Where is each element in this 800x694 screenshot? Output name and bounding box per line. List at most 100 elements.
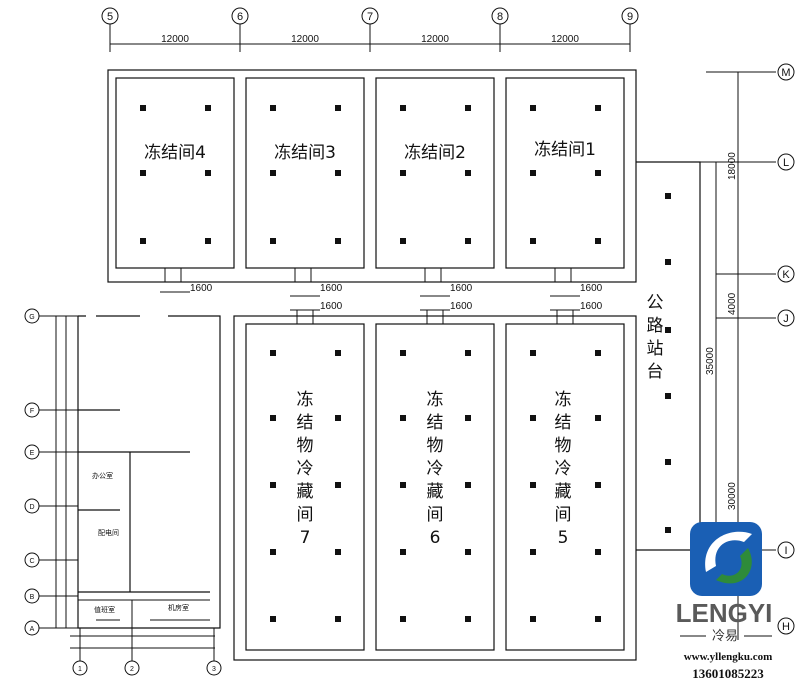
cold-room-5: 冻 结 物 冷 藏 间 5	[555, 390, 572, 548]
column-marker	[335, 238, 341, 244]
svg-text:K: K	[782, 269, 790, 281]
column-marker	[665, 327, 671, 333]
column-marker	[140, 170, 146, 176]
column-marker	[335, 170, 341, 176]
column-marker	[335, 549, 341, 555]
column-marker	[400, 170, 406, 176]
cold-room-6: 冻 结 物 冷 藏 间 6	[427, 390, 444, 548]
small-room-label: 办公室	[92, 471, 113, 480]
small-room-label: 值班室	[94, 605, 115, 614]
grid-label: 8	[497, 11, 503, 23]
column-marker	[595, 238, 601, 244]
column-marker	[400, 482, 406, 488]
grid-bubble-H: H	[777, 617, 795, 635]
cold-storage-block	[233, 310, 637, 661]
svg-text:H: H	[782, 621, 790, 633]
column-marker	[530, 549, 536, 555]
svg-text:冷: 冷	[297, 459, 314, 479]
svg-text:L: L	[783, 157, 789, 169]
column-marker	[400, 238, 406, 244]
door-dim: 1600	[320, 301, 343, 312]
column-marker	[335, 350, 341, 356]
dim-top: 12000	[291, 34, 319, 45]
column-marker	[465, 105, 471, 111]
freeze-room-block	[107, 69, 637, 283]
column-marker	[270, 238, 276, 244]
svg-text:B: B	[30, 594, 35, 601]
column-marker	[335, 415, 341, 421]
column-marker	[270, 549, 276, 555]
logo-swoosh-icon	[705, 531, 752, 572]
grid-bubble-L: L	[777, 153, 795, 171]
cold-columns	[270, 350, 601, 622]
column-marker	[595, 616, 601, 622]
svg-text:藏: 藏	[427, 482, 444, 502]
column-marker	[530, 170, 536, 176]
dim-right: 18000	[727, 152, 738, 180]
small-grid-bottom: 1 2 3	[72, 600, 222, 676]
door-dims: 1600 1600 1600 1600 1600 1600 1600	[160, 283, 603, 312]
logo-website: www.yllengku.com	[684, 651, 773, 663]
svg-text:物: 物	[427, 436, 444, 456]
svg-text:F: F	[30, 408, 34, 415]
freeze-room-2: 冻结间2	[404, 143, 466, 163]
logo-chinese: 冷易	[712, 629, 738, 644]
column-marker	[140, 238, 146, 244]
door-dim: 1600	[580, 283, 603, 294]
column-marker	[530, 415, 536, 421]
column-marker	[665, 193, 671, 199]
logo-brand: LENGYI	[676, 598, 773, 628]
svg-text:A: A	[30, 626, 35, 633]
small-room-label: 配电间	[98, 528, 119, 537]
svg-text:藏: 藏	[555, 482, 572, 502]
column-marker	[270, 482, 276, 488]
svg-text:结: 结	[297, 413, 314, 433]
door-dim: 1600	[450, 301, 473, 312]
svg-text:J: J	[783, 313, 789, 325]
room-label: 冻结间2	[404, 143, 466, 163]
office-plan: G F E D C B A 1 2 3 办公室 配电间 值班室 机房室	[24, 308, 222, 676]
cold-room-7: 冻 结 物 冷 藏 间 7	[297, 390, 314, 548]
dim-top: 12000	[551, 34, 579, 45]
svg-text:M: M	[781, 67, 790, 79]
column-marker	[665, 527, 671, 533]
svg-text:冻: 冻	[427, 390, 444, 410]
column-marker	[465, 482, 471, 488]
svg-text:5: 5	[558, 528, 569, 548]
column-marker	[270, 415, 276, 421]
column-marker	[595, 170, 601, 176]
door-dim: 1600	[320, 283, 343, 294]
column-marker	[465, 238, 471, 244]
grid-bubble-M: M	[777, 63, 795, 81]
column-marker	[595, 482, 601, 488]
column-marker	[270, 616, 276, 622]
column-marker	[400, 105, 406, 111]
grid-bubble-8: 8	[491, 7, 509, 52]
svg-text:2: 2	[130, 666, 134, 673]
svg-text:C: C	[29, 558, 34, 565]
logo-phone: 13601085223	[692, 666, 764, 681]
column-marker	[595, 415, 601, 421]
door-dim: 1600	[190, 283, 213, 294]
freeze-room-4: 冻结间4	[144, 143, 206, 163]
small-room-label: 机房室	[168, 603, 189, 612]
freeze-room-1: 冻结间1	[534, 140, 596, 160]
column-marker	[400, 549, 406, 555]
svg-text:冻: 冻	[555, 390, 572, 410]
svg-text:G: G	[29, 314, 34, 321]
svg-text:D: D	[29, 504, 34, 511]
column-marker	[665, 393, 671, 399]
right-grid-axis: M L K J I H 18000 4000 35000 30000	[700, 63, 795, 640]
column-marker	[465, 616, 471, 622]
top-grid-axis: 5 6 7 8 9 12000 12000 12000 12000	[101, 7, 639, 52]
road-platform: 公 路 站 台	[636, 161, 701, 551]
column-marker	[400, 350, 406, 356]
column-marker	[595, 350, 601, 356]
column-marker	[530, 105, 536, 111]
grid-bubble-6: 6	[231, 7, 249, 52]
dim-top: 12000	[161, 34, 189, 45]
svg-text:间: 间	[427, 505, 444, 525]
column-marker	[530, 482, 536, 488]
svg-text:I: I	[784, 545, 787, 557]
column-marker	[400, 415, 406, 421]
